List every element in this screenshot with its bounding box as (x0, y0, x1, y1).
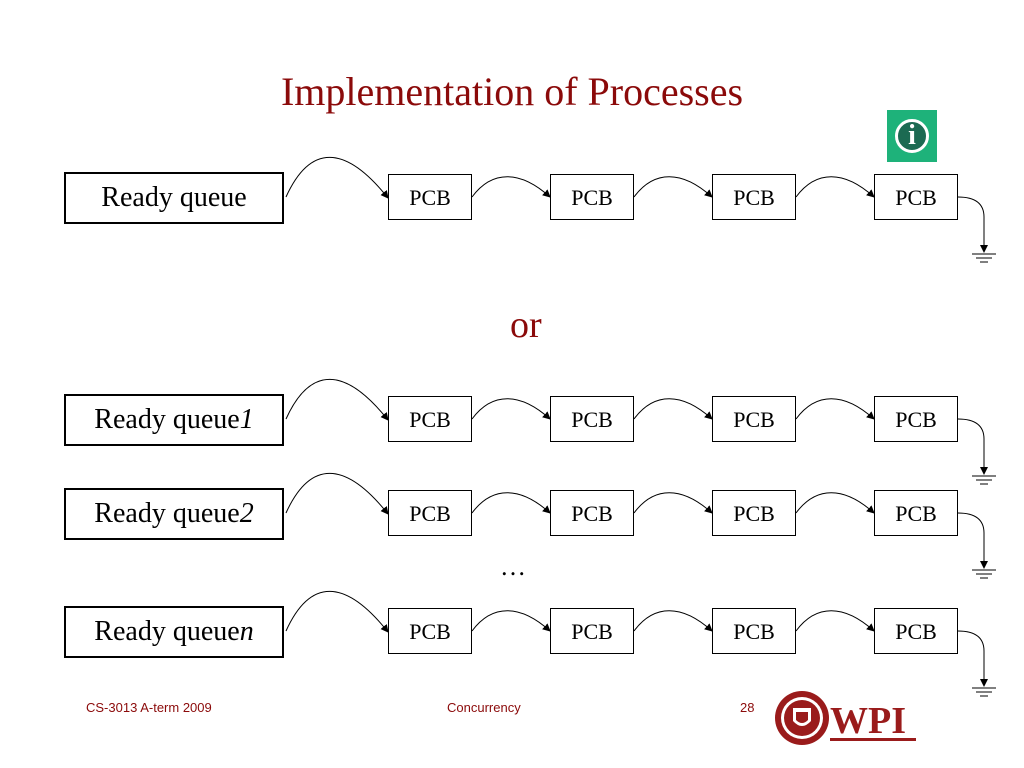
pcb-node: PCB (388, 608, 472, 654)
pcb-node: PCB (550, 174, 634, 220)
pcb-node: PCB (550, 396, 634, 442)
pcb-node: PCB (874, 174, 958, 220)
ready-queue-label: Ready queue (94, 404, 240, 435)
pcb-node: PCB (550, 608, 634, 654)
next-pointer-arrow (795, 492, 875, 514)
null-ground-icon (972, 475, 996, 485)
null-pointer-line (957, 196, 988, 253)
null-pointer-line (957, 630, 988, 687)
ready-queue-box: Ready queue (64, 172, 284, 224)
next-pointer-arrow (795, 176, 875, 198)
next-pointer-arrow (471, 492, 551, 514)
pcb-node: PCB (388, 396, 472, 442)
null-ground-icon (972, 253, 996, 263)
next-pointer-arrow (795, 610, 875, 632)
next-pointer-arrow (795, 398, 875, 420)
head-pointer-arrow (285, 379, 389, 421)
footer-course: CS-3013 A-term 2009 (86, 700, 212, 715)
ready-queue-label: Ready queue (94, 498, 240, 529)
ready-queue-index: 1 (239, 404, 254, 435)
pcb-node: PCB (712, 174, 796, 220)
null-pointer-line (957, 512, 988, 569)
information-icon: i (895, 119, 929, 153)
null-pointer-line (957, 418, 988, 475)
ready-queue-index: n (239, 616, 254, 647)
ready-queue-label: Ready queue (94, 616, 240, 647)
head-pointer-arrow (285, 157, 389, 199)
info-button[interactable]: i (887, 110, 937, 162)
or-separator: or (510, 304, 542, 346)
null-ground-icon (972, 569, 996, 579)
ellipsis: … (500, 552, 526, 581)
next-pointer-arrow (471, 398, 551, 420)
next-pointer-arrow (633, 492, 713, 514)
footer-page-number: 28 (740, 700, 755, 715)
pcb-node: PCB (874, 396, 958, 442)
pcb-node: PCB (874, 608, 958, 654)
null-ground-icon (972, 687, 996, 697)
pcb-node: PCB (388, 490, 472, 536)
next-pointer-arrow (471, 610, 551, 632)
next-pointer-arrow (633, 610, 713, 632)
logo-text: WPI (830, 700, 906, 742)
wpi-logo: WPI (775, 691, 916, 745)
footer-topic: Concurrency (447, 700, 521, 715)
ready-queue-index: 2 (239, 498, 254, 529)
next-pointer-arrow (633, 398, 713, 420)
pcb-node: PCB (712, 608, 796, 654)
pcb-node: PCB (874, 490, 958, 536)
pcb-node: PCB (712, 490, 796, 536)
pcb-node: PCB (712, 396, 796, 442)
pcb-node: PCB (550, 490, 634, 536)
head-pointer-arrow (285, 473, 389, 515)
next-pointer-arrow (471, 176, 551, 198)
slide-title: Implementation of Processes (280, 69, 744, 114)
pcb-node: PCB (388, 174, 472, 220)
head-pointer-arrow (285, 591, 389, 633)
next-pointer-arrow (633, 176, 713, 198)
